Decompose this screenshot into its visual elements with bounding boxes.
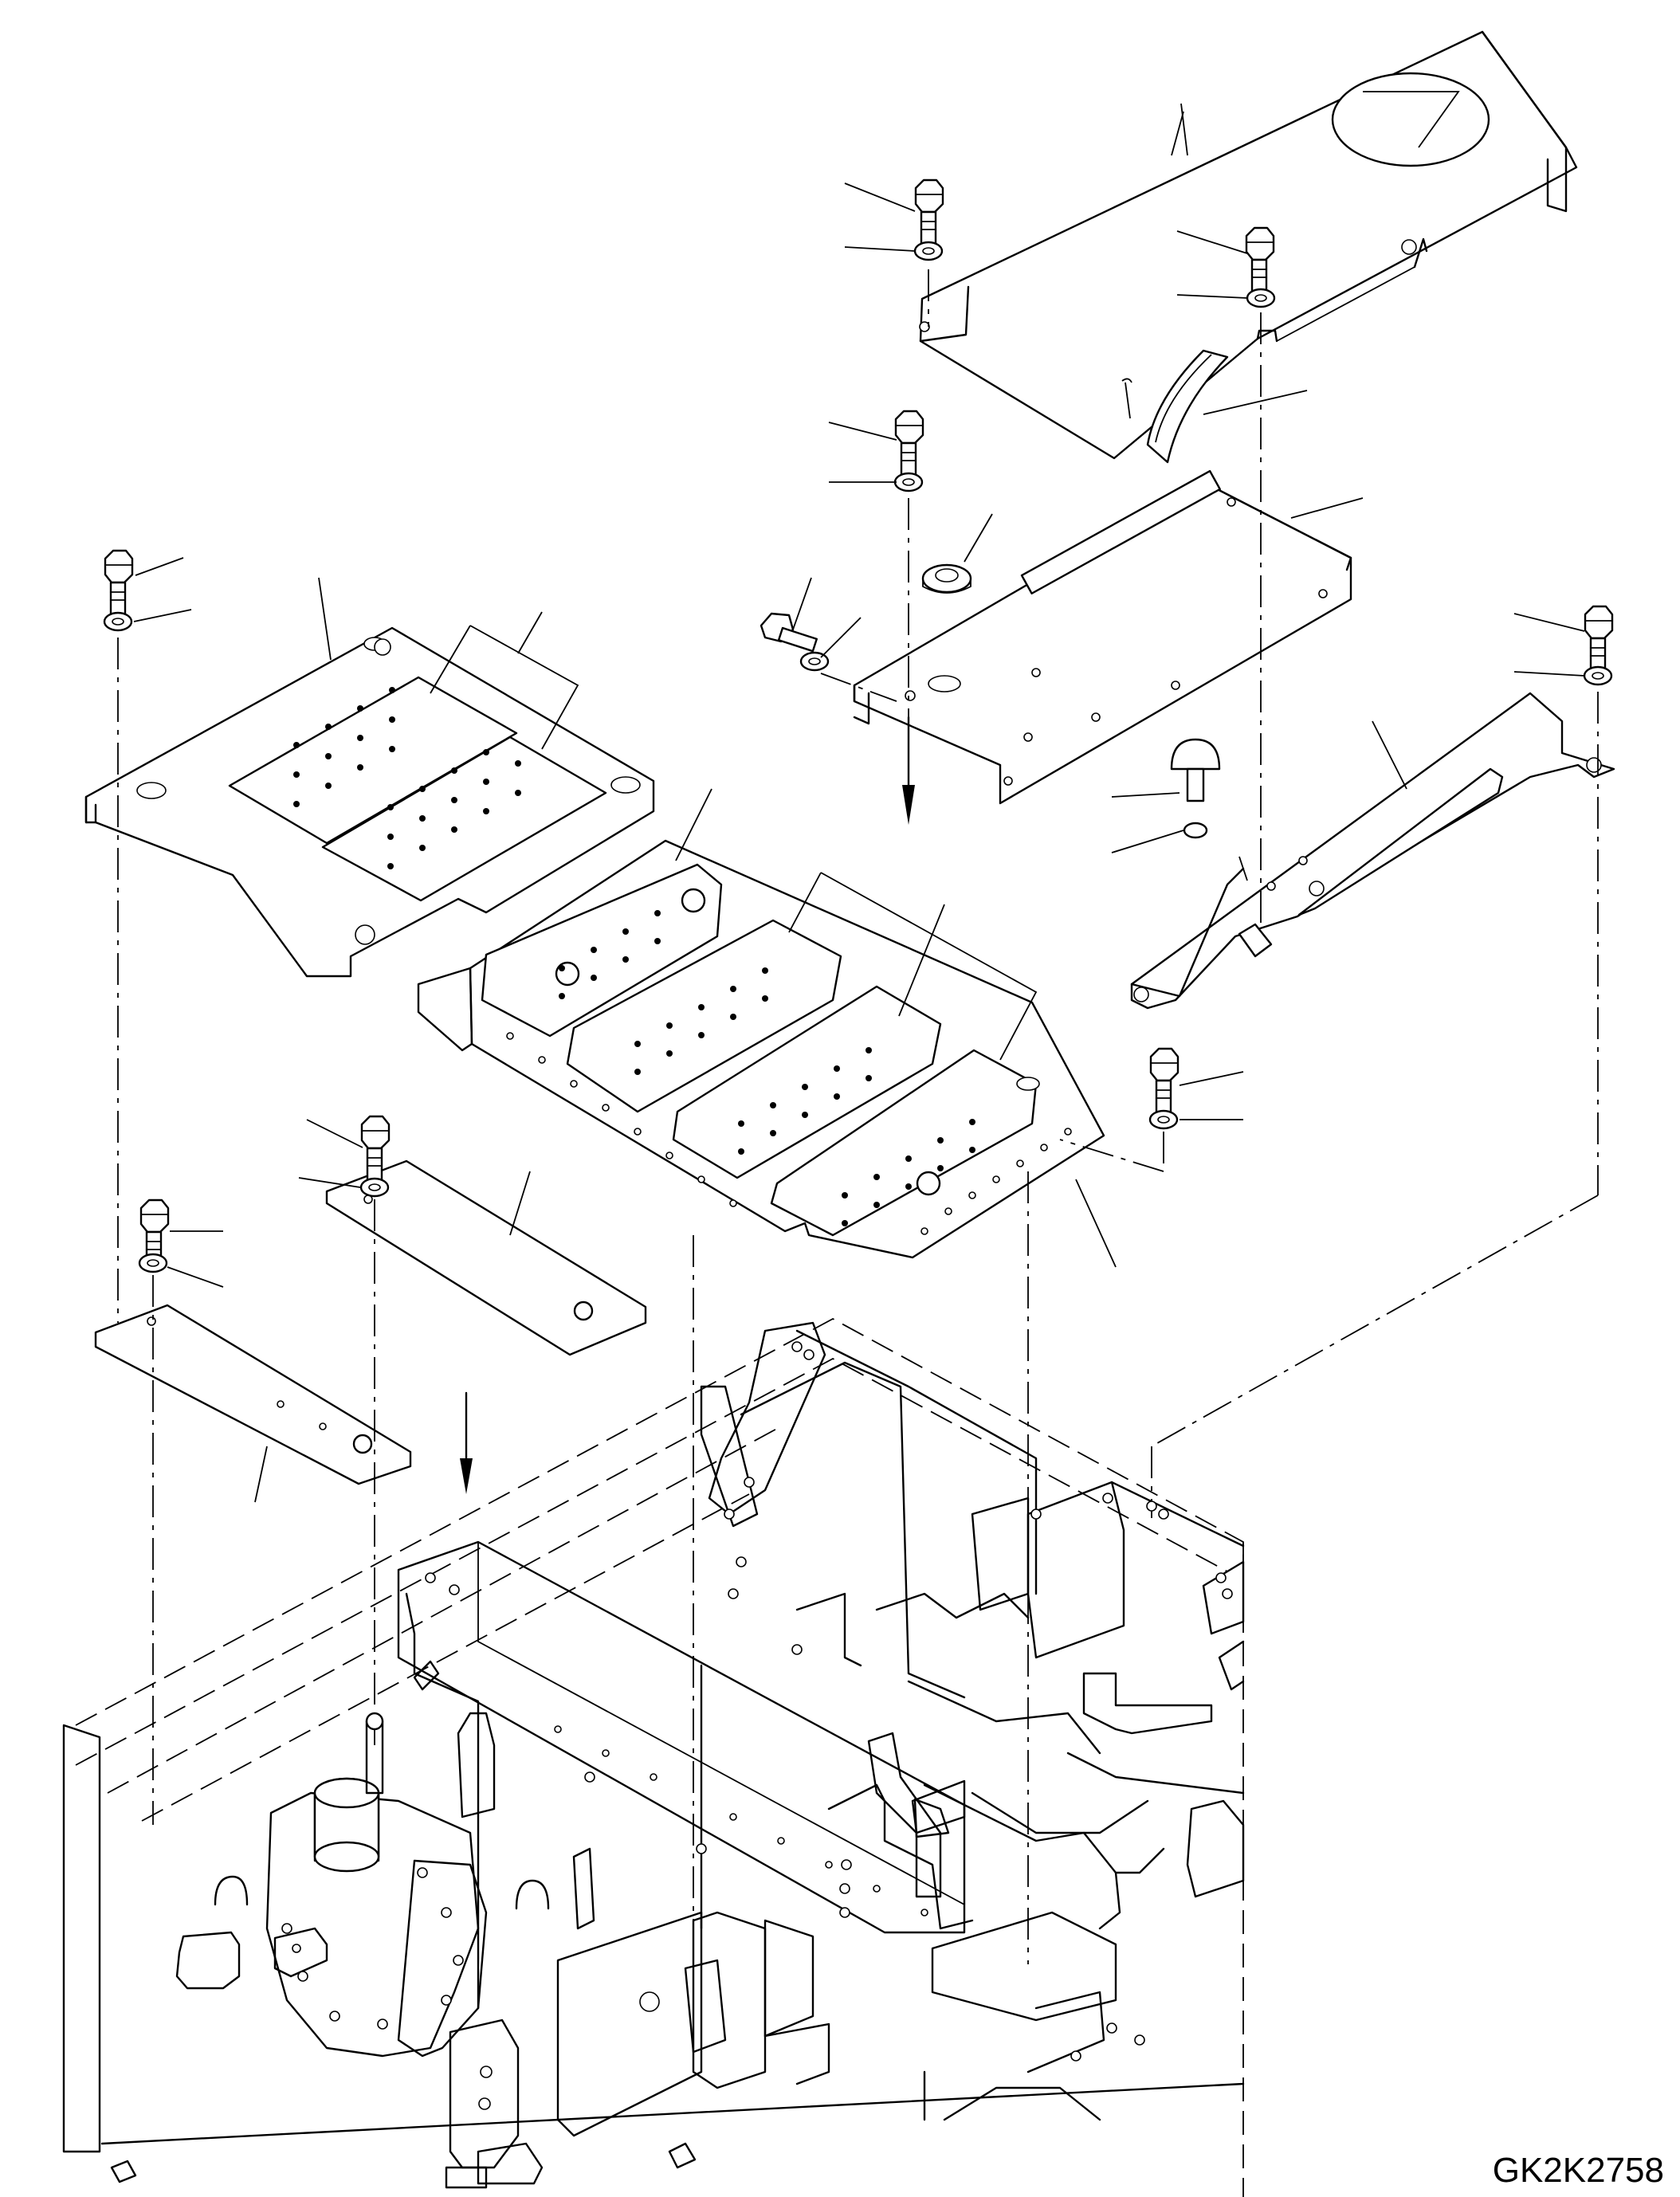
right-bracket: [1130, 692, 1615, 1010]
arrow-down: [902, 716, 915, 825]
left-floor-plate: [84, 626, 655, 978]
frame: [62, 1317, 1245, 2197]
upper-cover: [919, 30, 1578, 460]
center-floor-plate: [417, 839, 1105, 1259]
assembly-lines: [117, 269, 1599, 1968]
drawing-code: GK2K2758: [1493, 2151, 1664, 2190]
leader-lines: [133, 103, 1585, 1503]
arrow-down: [460, 1391, 473, 1494]
bar-bracket-lower: [94, 1304, 412, 1485]
seal-strip: [1146, 349, 1229, 464]
bolt-horizontal: [760, 612, 818, 653]
grommet: [921, 563, 972, 594]
middle-cover: [853, 469, 1352, 805]
knob-pin: [1170, 738, 1221, 839]
bar-bracket-upper: [325, 1159, 647, 1356]
